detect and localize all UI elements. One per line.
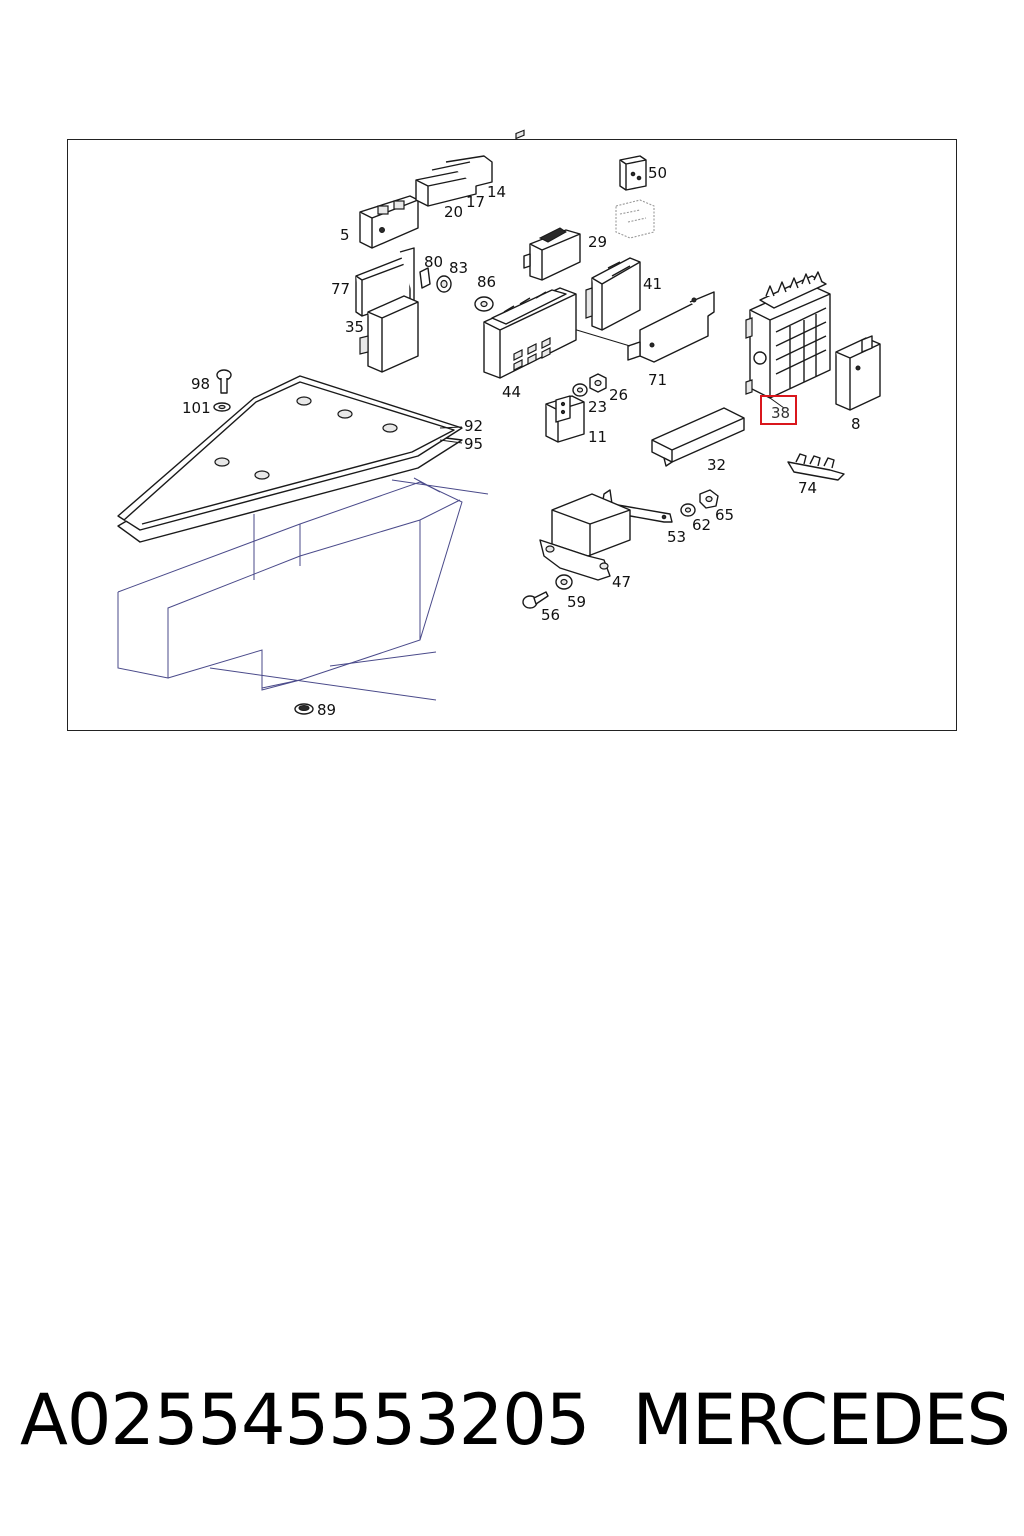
- diagram-frame: [67, 139, 957, 731]
- callout-59: 59: [567, 593, 586, 611]
- fuse-box-44: [483, 129, 577, 379]
- callout-92: 92: [464, 417, 483, 435]
- callout-38: 38: [771, 404, 790, 422]
- grommet-89: [294, 703, 314, 715]
- callout-26: 26: [609, 386, 628, 404]
- relay-50: [615, 155, 655, 239]
- callout-5: 5: [340, 226, 350, 244]
- part-11: [545, 395, 585, 443]
- callout-71: 71: [648, 371, 667, 389]
- caption: A025545553205 MERCEDES: [20, 1370, 1011, 1470]
- callout-95: 95: [464, 435, 483, 453]
- highlight-box-38: [760, 395, 797, 425]
- callout-101: 101: [182, 399, 211, 417]
- callout-62: 62: [692, 516, 711, 534]
- brand-name: MERCEDES: [632, 1379, 1011, 1461]
- callout-65: 65: [715, 506, 734, 524]
- part-80-83: [419, 267, 452, 293]
- callout-20: 20: [444, 203, 463, 221]
- part-29: [523, 227, 581, 281]
- control-unit-38: [745, 271, 831, 399]
- callout-41: 41: [643, 275, 662, 293]
- mounting-plate-assembly: [117, 375, 489, 701]
- callout-56: 56: [541, 606, 560, 624]
- bracket-71: [569, 291, 715, 363]
- relays-14-17-20: [415, 155, 493, 207]
- callout-32: 32: [707, 456, 726, 474]
- callout-53: 53: [667, 528, 686, 546]
- part-23-26: [572, 373, 607, 397]
- part-86: [474, 296, 494, 312]
- callout-23: 23: [588, 398, 607, 416]
- part-32: [651, 407, 745, 467]
- callout-47: 47: [612, 573, 631, 591]
- part-8: [835, 335, 881, 411]
- callout-11: 11: [588, 428, 607, 446]
- screw-56-washer-59: [522, 574, 573, 609]
- part-47: [539, 493, 631, 581]
- callout-35: 35: [345, 318, 364, 336]
- callout-17: 17: [466, 193, 485, 211]
- callout-77: 77: [331, 280, 350, 298]
- callout-83: 83: [449, 259, 468, 277]
- part-35: [359, 295, 419, 373]
- screw-98-washer-101: [213, 369, 232, 412]
- callout-80: 80: [424, 253, 443, 271]
- callout-labels: 5 14 17 20 50 29 80 83 77 86 41 35 71 44…: [182, 164, 861, 719]
- callout-50: 50: [648, 164, 667, 182]
- part-41: [585, 257, 641, 331]
- callout-8: 8: [851, 415, 861, 433]
- callout-89: 89: [317, 701, 336, 719]
- callout-44: 44: [502, 383, 521, 401]
- callout-74: 74: [798, 479, 817, 497]
- part-number: A025545553205: [20, 1379, 590, 1461]
- callout-86: 86: [477, 273, 496, 291]
- connector-74: [787, 453, 845, 481]
- callout-29: 29: [588, 233, 607, 251]
- callout-14: 14: [487, 183, 506, 201]
- callout-98: 98: [191, 375, 210, 393]
- part-5: [359, 195, 419, 249]
